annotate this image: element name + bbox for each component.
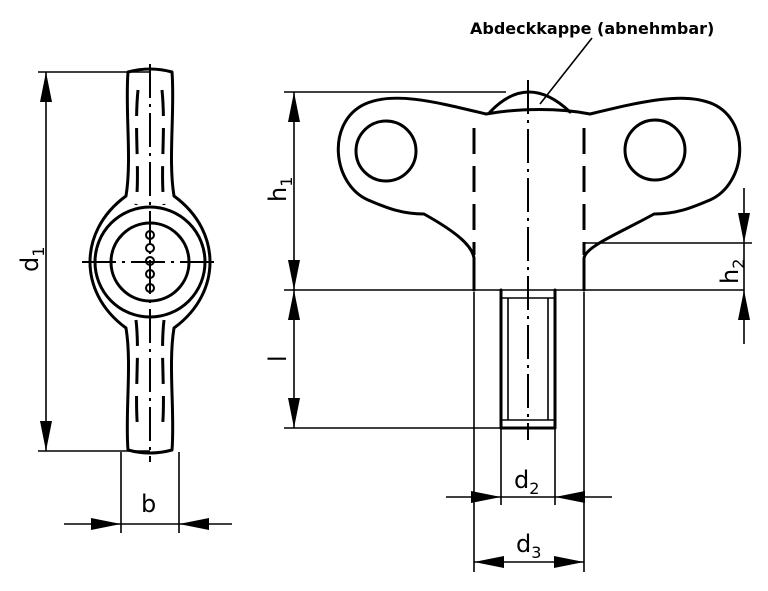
- side-view: d1 b: [16, 64, 232, 533]
- cover-cap: [488, 90, 572, 114]
- annotation-leader: [539, 37, 593, 105]
- left-wing-hole: [354, 119, 418, 183]
- front-view: Abdeckkappe (abnehmbar) h1 l h2 d2: [264, 19, 752, 572]
- annotation-text: Abdeckkappe (abnehmbar): [470, 19, 714, 38]
- h2-label: h2: [716, 259, 748, 284]
- side-hidden-edge-left-top: [134, 89, 140, 206]
- d1-label: d1: [16, 247, 48, 272]
- b-label: b: [141, 490, 156, 518]
- d3-label: d3: [516, 530, 541, 562]
- side-view-outline: [88, 67, 212, 455]
- side-hidden-edge-right-top: [160, 89, 166, 206]
- l-label: l: [264, 355, 292, 362]
- side-hidden-edge-left-bottom: [134, 319, 140, 433]
- side-hidden-edge-right-bottom: [160, 319, 166, 433]
- h1-label: h1: [264, 177, 296, 202]
- right-wing-hole: [623, 118, 687, 182]
- d2-label: d2: [514, 466, 539, 498]
- front-view-outline: [336, 96, 742, 292]
